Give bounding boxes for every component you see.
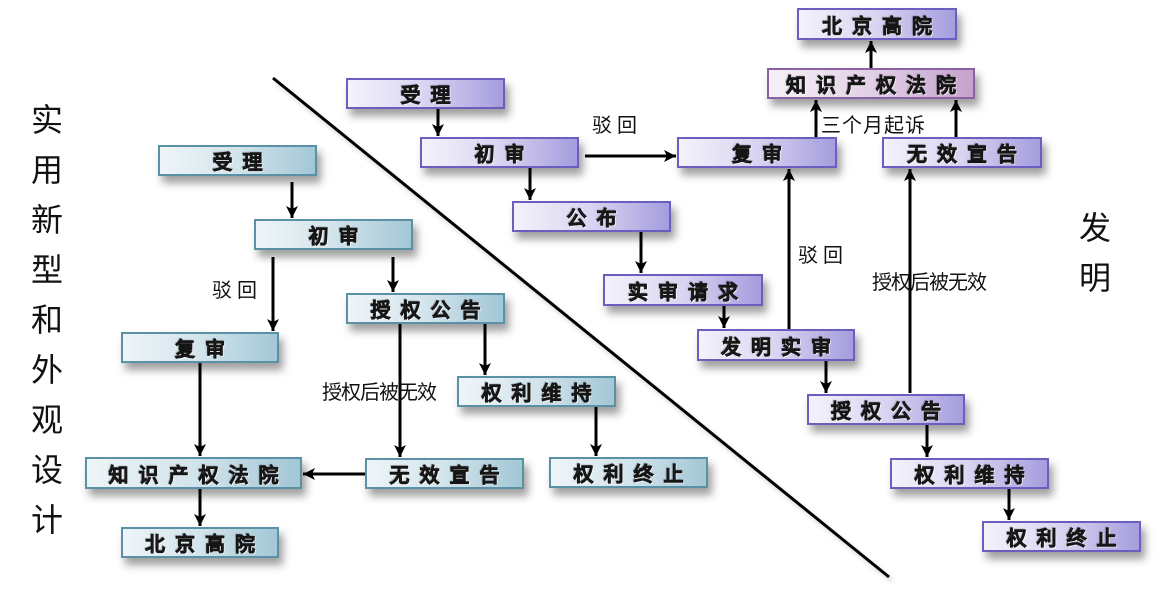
u-label-rejection: 驳回 bbox=[212, 278, 262, 302]
i-node-publication-label: 公布 bbox=[566, 206, 627, 231]
i-node-invalidation-label: 无效宣告 bbox=[907, 142, 1027, 167]
i-node-beijing-high-court: 北京高院 bbox=[797, 8, 957, 40]
i-node-beijing-high-court-label: 北京高院 bbox=[822, 13, 942, 38]
u-node-preliminary-exam: 初审 bbox=[254, 219, 413, 250]
u-node-ip-court-label: 知识产权法院 bbox=[108, 462, 289, 487]
u-node-right-termination-label: 权利终止 bbox=[573, 462, 694, 487]
u-node-right-maintenance-label: 权利维持 bbox=[481, 381, 602, 406]
i-label-rejection-after-substantive: 驳回 bbox=[798, 243, 848, 267]
i-label-sue-within-three-months: 三个月起诉 bbox=[821, 113, 926, 137]
i-label-rejection-after-preliminary: 驳回 bbox=[592, 113, 642, 137]
i-node-substantive-exam: 发明实审 bbox=[697, 329, 855, 361]
i-node-substantive-exam-request-label: 实审请求 bbox=[628, 279, 748, 304]
i-node-substantive-exam-label: 发明实审 bbox=[721, 334, 841, 359]
utility-design-title: 实用新型和外观设计 bbox=[30, 101, 63, 539]
i-node-reexamination: 复审 bbox=[677, 137, 837, 168]
u-node-reexamination: 复审 bbox=[121, 332, 279, 363]
u-node-right-maintenance: 权利维持 bbox=[457, 376, 616, 407]
u-node-ip-court: 知识产权法院 bbox=[85, 457, 302, 489]
i-node-right-maintenance-label: 权利维持 bbox=[914, 463, 1035, 488]
i-node-right-maintenance: 权利维持 bbox=[890, 458, 1049, 489]
u-node-reexamination-label: 复审 bbox=[175, 337, 235, 362]
i-node-grant-announcement-label: 授权公告 bbox=[831, 399, 951, 424]
u-node-beijing-high-court-label: 北京高院 bbox=[145, 532, 265, 557]
u-node-invalidation: 无效宣告 bbox=[365, 458, 524, 489]
u-node-grant-announcement: 授权公告 bbox=[346, 293, 505, 324]
i-node-substantive-exam-request: 实审请求 bbox=[603, 274, 763, 306]
i-node-invalidation: 无效宣告 bbox=[882, 137, 1042, 168]
i-node-grant-announcement: 授权公告 bbox=[807, 394, 965, 425]
u-node-beijing-high-court: 北京高院 bbox=[121, 527, 279, 558]
i-node-preliminary-exam: 初审 bbox=[420, 137, 579, 168]
u-node-right-termination: 权利终止 bbox=[549, 457, 708, 488]
i-node-right-termination: 权利终止 bbox=[982, 521, 1141, 552]
u-node-acceptance: 受理 bbox=[158, 145, 317, 176]
i-node-reexamination-label: 复审 bbox=[732, 142, 792, 167]
u-label-invalidated-after-grant: 授权后被无效 bbox=[322, 380, 437, 404]
u-node-acceptance-label: 受理 bbox=[212, 150, 273, 175]
i-node-ip-court-label: 知识产权法院 bbox=[786, 73, 966, 98]
i-node-publication: 公布 bbox=[512, 201, 671, 232]
i-node-acceptance-label: 受理 bbox=[400, 83, 461, 108]
i-node-right-termination-label: 权利终止 bbox=[1006, 526, 1127, 551]
u-node-preliminary-exam-label: 初审 bbox=[308, 224, 369, 249]
invention-title: 发明 bbox=[1078, 209, 1111, 297]
section-divider-line bbox=[272, 76, 890, 579]
i-node-acceptance: 受理 bbox=[346, 78, 505, 109]
u-node-grant-announcement-label: 授权公告 bbox=[370, 298, 491, 323]
u-node-invalidation-label: 无效宣告 bbox=[389, 463, 510, 488]
i-label-invalidated-after-grant: 授权后被无效 bbox=[872, 270, 987, 294]
i-node-ip-court: 知识产权法院 bbox=[767, 68, 975, 99]
i-node-preliminary-exam-label: 初审 bbox=[474, 142, 535, 167]
